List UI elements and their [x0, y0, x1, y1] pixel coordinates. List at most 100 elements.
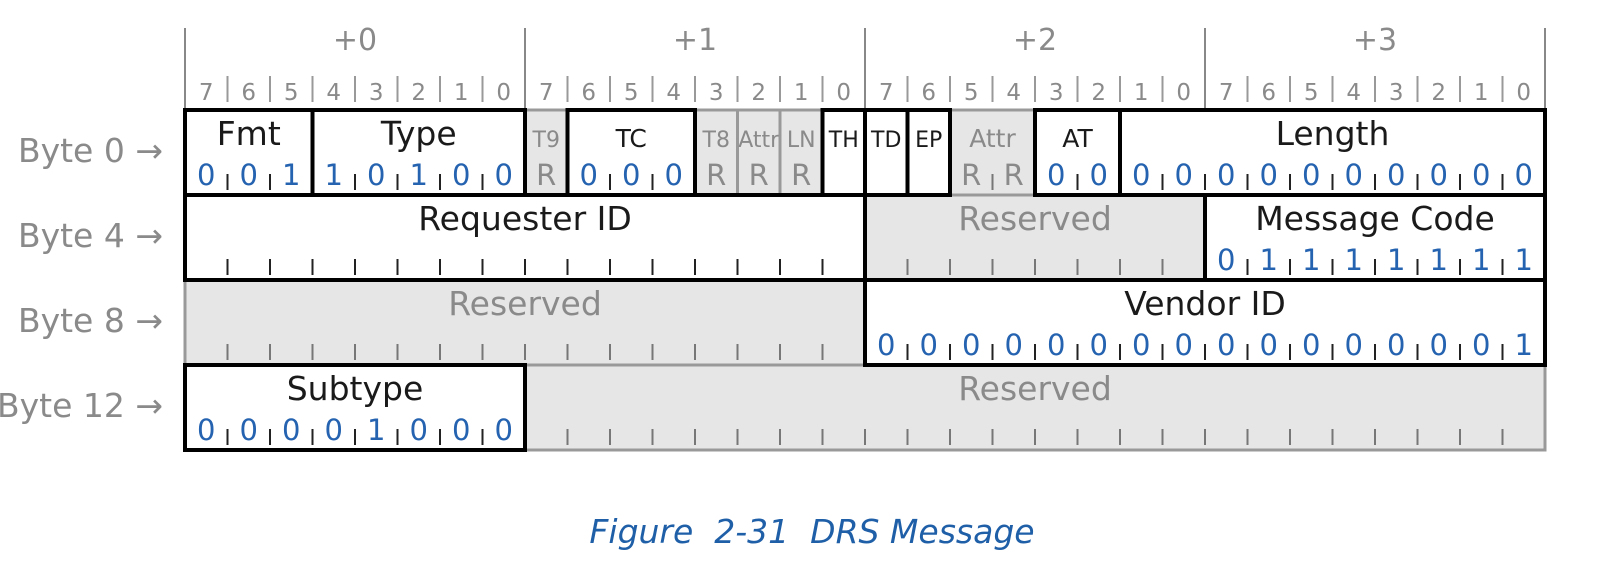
bit-value: 0 [1175, 328, 1193, 362]
field-label: TD [870, 128, 901, 153]
field-label: Message Code [1255, 199, 1495, 238]
bit-value: 0 [197, 413, 215, 447]
bit-value: R [536, 158, 556, 192]
row-label: Byte 8 → [18, 301, 163, 340]
field-label: TC [615, 124, 647, 153]
field-reserved-b8: Reserved [183, 278, 867, 367]
byte-offset-label: +3 [1353, 23, 1397, 58]
figure-caption: Figure 2-31 DRS Message [589, 512, 1035, 551]
bit-value: 0 [1260, 328, 1278, 362]
bit-value: 0 [1302, 158, 1320, 192]
bit-value: 0 [1217, 158, 1235, 192]
field-label: Attr [738, 128, 780, 153]
bit-value: R [749, 158, 769, 192]
bit-number-label: 5 [1304, 80, 1319, 106]
bit-value: 0 [622, 158, 640, 192]
bit-value: 1 [1472, 243, 1490, 277]
bit-value: 0 [1387, 158, 1405, 192]
bit-number-label: 2 [411, 80, 426, 106]
bit-value: 1 [1302, 243, 1320, 277]
bit-value: 0 [410, 413, 428, 447]
bit-value: 0 [1047, 158, 1065, 192]
bit-value: 1 [1260, 243, 1278, 277]
field-label: Reserved [448, 284, 602, 323]
field-td: TD [870, 128, 901, 153]
bit-number-label: 5 [964, 80, 979, 106]
field-label: T8 [702, 128, 730, 153]
field-label: Type [380, 114, 457, 153]
bit-number-label: 3 [709, 80, 724, 106]
field-ep: EP [915, 128, 942, 153]
bit-value: 1 [1515, 328, 1533, 362]
bit-value: 0 [580, 158, 598, 192]
bit-value: 0 [240, 413, 258, 447]
field-label: Fmt [217, 114, 281, 153]
bit-value: 1 [410, 158, 428, 192]
bit-number-label: 3 [369, 80, 384, 106]
bit-number-label: 1 [454, 80, 469, 106]
bit-value: 0 [240, 158, 258, 192]
bit-number-label: 1 [1474, 80, 1489, 106]
bit-value: 0 [1090, 158, 1108, 192]
field-t8: T8R [693, 108, 739, 197]
field-th: TH [828, 128, 859, 153]
row-label: Byte 0 → [18, 131, 163, 170]
field-border [183, 363, 527, 452]
bit-value: 0 [452, 158, 470, 192]
bit-value: 0 [1430, 158, 1448, 192]
bit-value: 0 [1430, 328, 1448, 362]
bit-value: 0 [197, 158, 215, 192]
bit-value: 0 [1132, 328, 1150, 362]
bit-number-label: 1 [794, 80, 809, 106]
bit-value: 0 [495, 413, 513, 447]
field-label: Length [1276, 114, 1390, 153]
field-requester-id: Requester ID [226, 199, 824, 275]
bit-number-label: 6 [241, 80, 256, 106]
bit-value: 0 [1132, 158, 1150, 192]
field-reserved-b4: Reserved [863, 193, 1207, 282]
bit-value: 0 [1217, 328, 1235, 362]
field-label: LN [787, 128, 816, 153]
field-label: AT [1062, 124, 1093, 153]
bit-number-label: 6 [921, 80, 936, 106]
bit-number-label: 4 [666, 80, 681, 106]
bit-number-label: 4 [326, 80, 341, 106]
bit-value: 1 [1345, 243, 1363, 277]
bit-value: 0 [920, 328, 938, 362]
byte-offset-label: +1 [673, 23, 717, 58]
bit-value: 1 [1387, 243, 1405, 277]
bit-value: R [706, 158, 726, 192]
bit-number-label: 2 [1091, 80, 1106, 106]
bit-value: 0 [367, 158, 385, 192]
bit-value: 1 [367, 413, 385, 447]
bit-value: 0 [1175, 158, 1193, 192]
byte-offset-label: +0 [333, 23, 377, 58]
field-borders [183, 108, 1547, 452]
bit-number-label: 5 [284, 80, 299, 106]
bit-number-label: 4 [1006, 80, 1021, 106]
field-label: Subtype [287, 369, 424, 408]
field-reserved-b12: Reserved [523, 363, 1547, 452]
field-ln: LNR [778, 108, 824, 197]
bit-value: 0 [1005, 328, 1023, 362]
field-label: Requester ID [418, 199, 632, 238]
bit-number-label: 0 [496, 80, 511, 106]
bit-number-label: 0 [1516, 80, 1531, 106]
bit-value: 0 [1217, 243, 1235, 277]
bit-number-label: 5 [624, 80, 639, 106]
bit-value: 0 [325, 413, 343, 447]
bit-value: 0 [1302, 328, 1320, 362]
bit-value: 1 [282, 158, 300, 192]
bit-value: 0 [282, 413, 300, 447]
bit-value: 0 [1345, 158, 1363, 192]
bit-value: R [1004, 158, 1024, 192]
bit-value: 0 [452, 413, 470, 447]
bit-value: 0 [1047, 328, 1065, 362]
bit-number-label: 7 [199, 80, 214, 106]
